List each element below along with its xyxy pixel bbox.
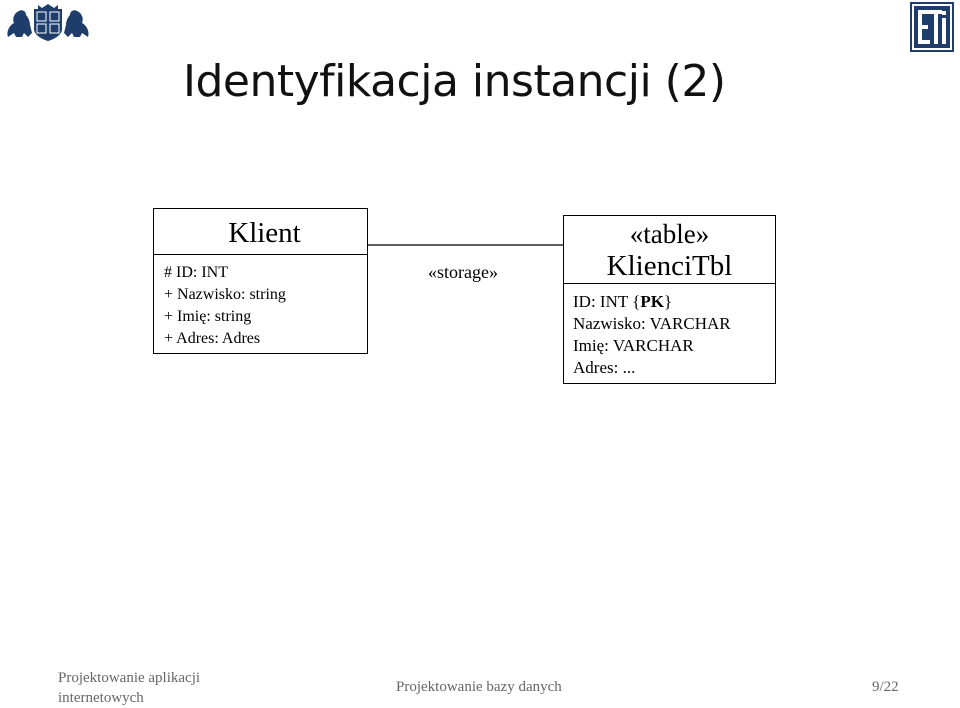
association-stereotype-label: «storage» (428, 262, 498, 282)
table-columns: ID: INT {PK} Nazwisko: VARCHAR Imię: VAR… (564, 284, 775, 379)
table-column-id: ID: INT {PK} (573, 291, 775, 313)
primary-key-marker: PK (640, 292, 664, 311)
footer-course-name: Projektowanie aplikacji internetowych (58, 668, 200, 708)
class-name: Klient (154, 209, 367, 255)
eti-logo-icon (910, 2, 954, 52)
table-column: Adres: ... (573, 358, 636, 377)
class-attribute: + Nazwisko: string (164, 286, 286, 303)
footer-course-line1: Projektowanie aplikacji (58, 670, 201, 686)
column-id-suffix: } (663, 292, 673, 311)
table-stereotype: «table» (629, 219, 710, 249)
table-column: Imię: VARCHAR (573, 336, 694, 355)
table-column: Nazwisko: VARCHAR (573, 314, 731, 333)
class-attributes: # ID: INT + Nazwisko: string + Imię: str… (154, 255, 367, 350)
footer-section-title: Projektowanie bazy danych (396, 679, 562, 695)
column-id-prefix: ID: INT { (573, 292, 641, 311)
table-box-kliencitbl: «table» KlienciTbl ID: INT {PK} Nazwisko… (563, 215, 776, 384)
footer-course-line2: internetowych (58, 690, 144, 706)
table-separator (564, 283, 775, 284)
class-attribute: # ID: INT (164, 264, 228, 281)
slide-title: Identyfikacja instancji (2) (183, 56, 726, 107)
class-box-klient: Klient # ID: INT + Nazwisko: string + Im… (153, 208, 368, 354)
university-crest-icon (7, 4, 89, 41)
footer-page-number: 9/22 (872, 679, 899, 695)
table-name: KlienciTbl (606, 250, 733, 282)
class-attribute: + Adres: Adres (164, 330, 261, 347)
class-attribute: + Imię: string (164, 308, 252, 325)
